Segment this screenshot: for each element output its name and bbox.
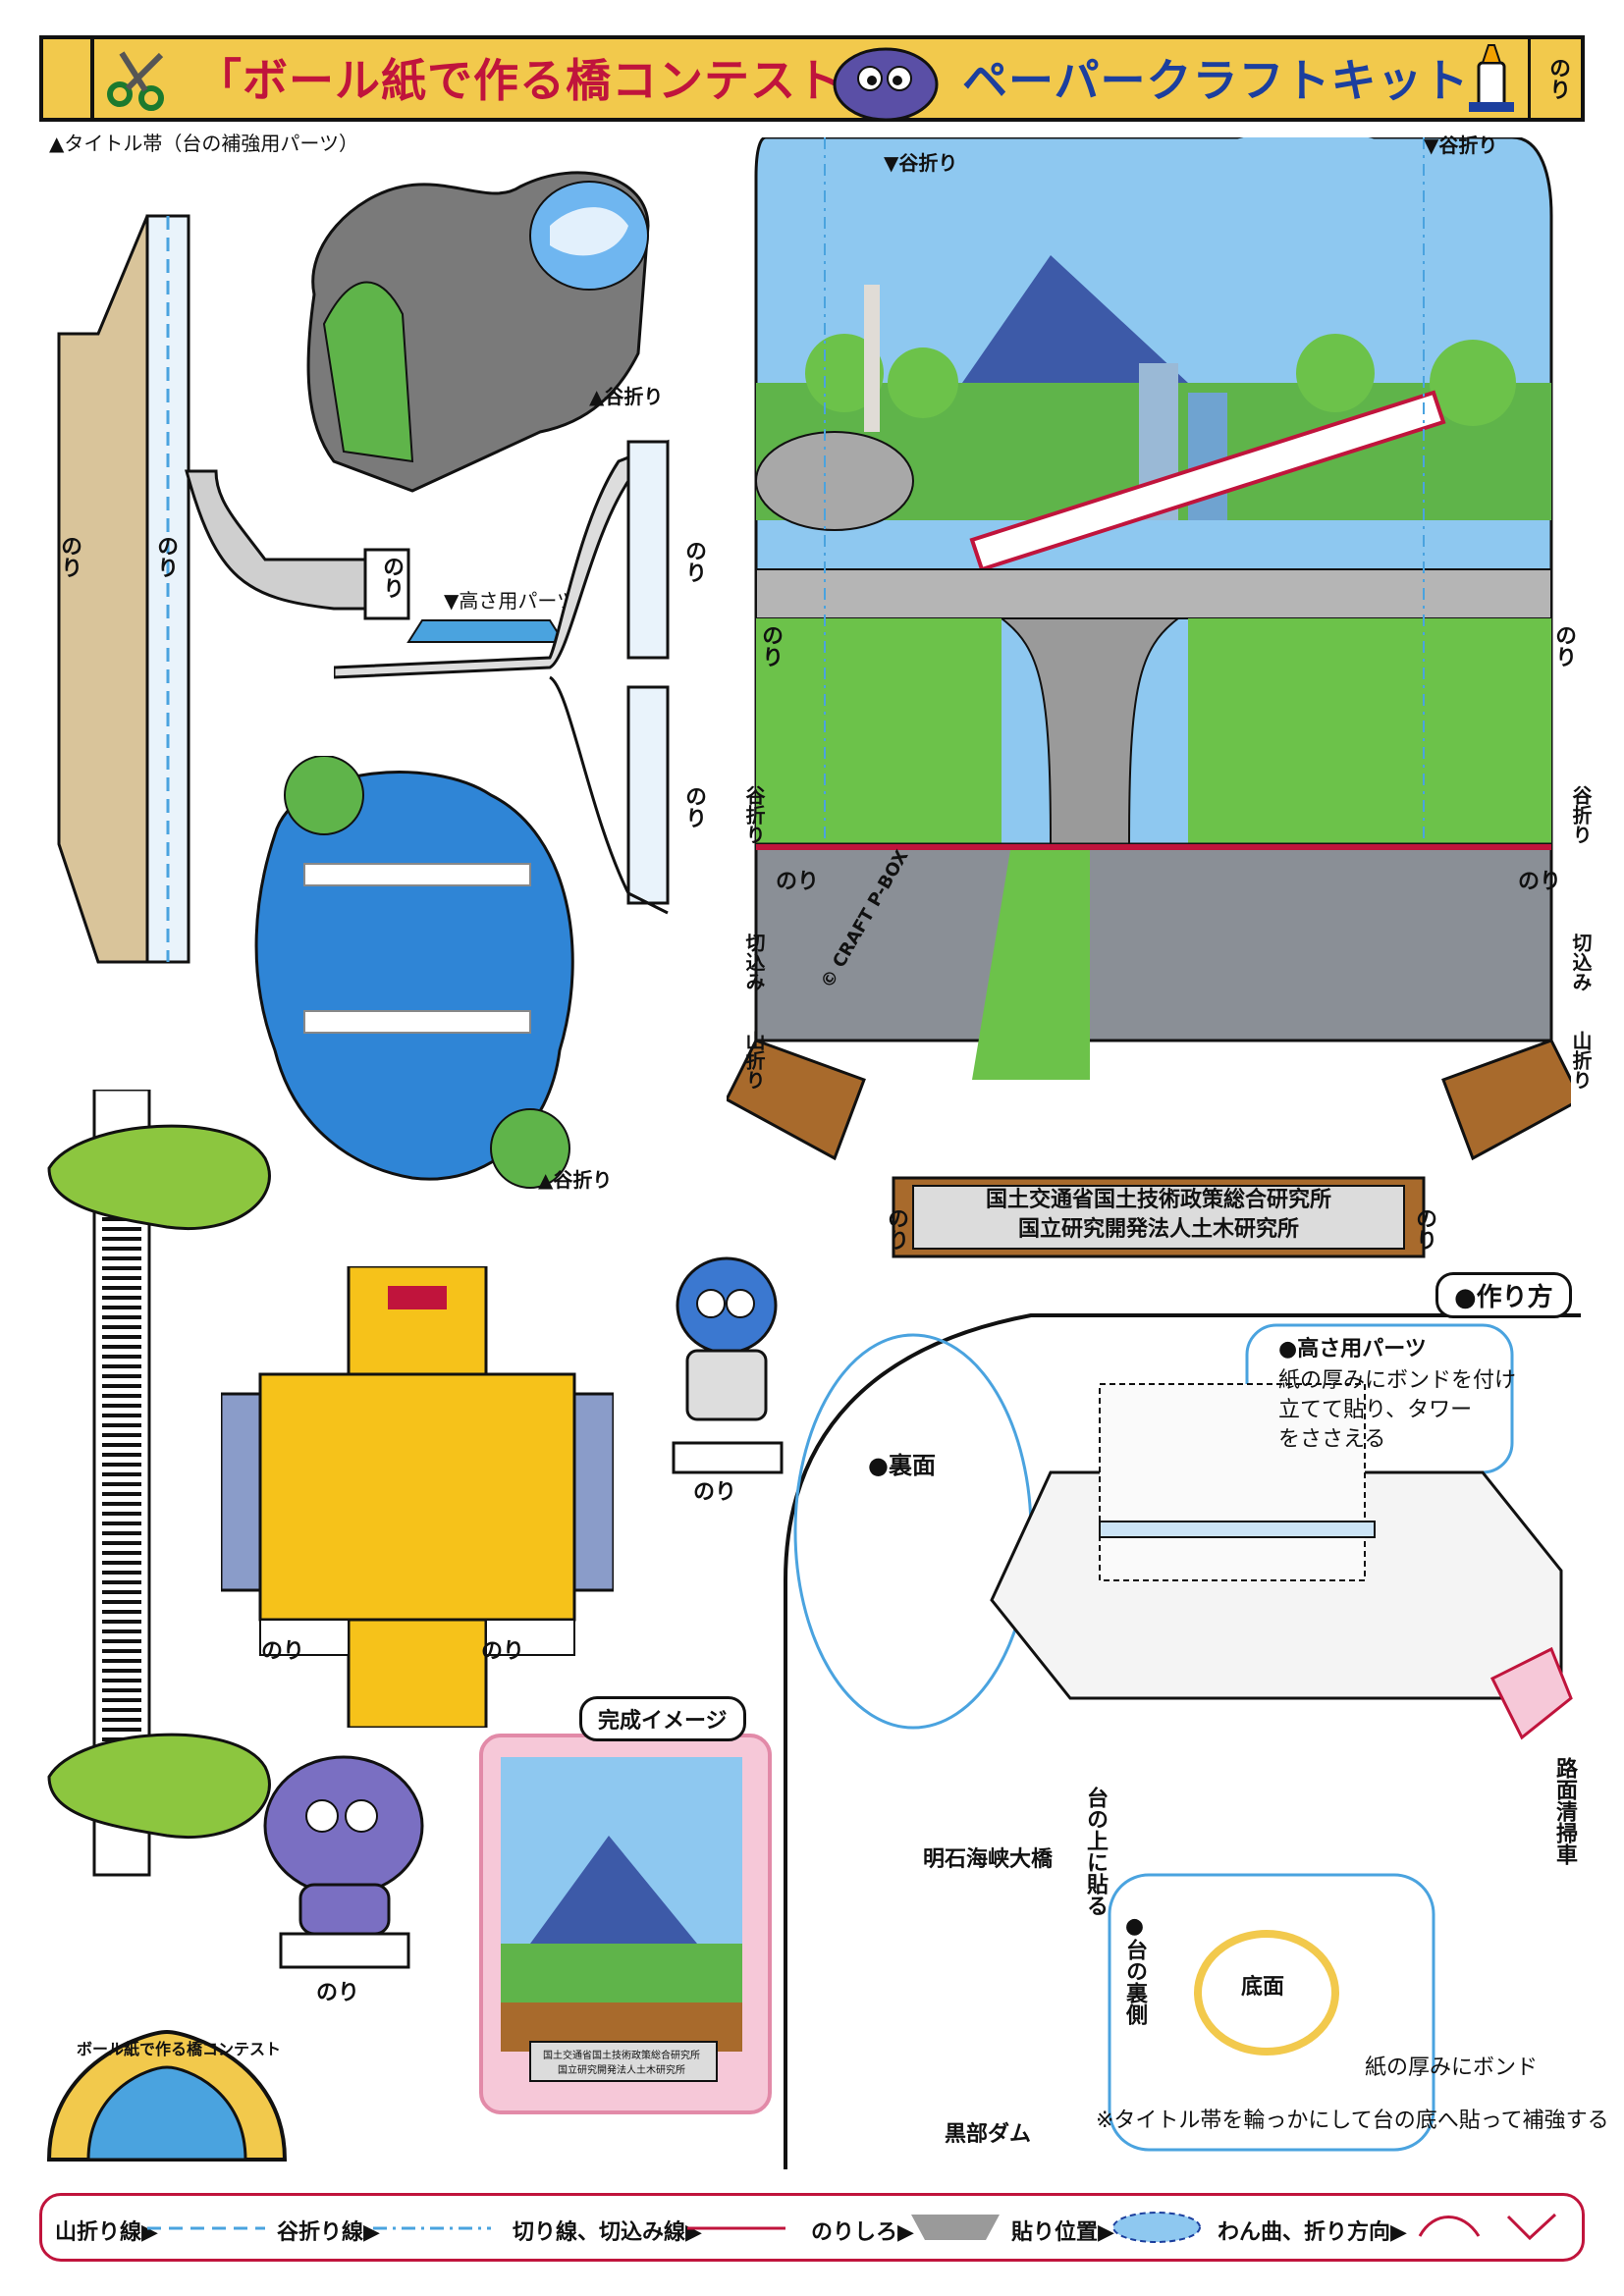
cut-label: 切込み — [742, 933, 766, 991]
robot-mascot-part — [672, 1256, 784, 1474]
legend-paste-position: 貼り位置▶ — [1011, 2220, 1114, 2245]
badge-text: ボール紙で作る橋コンテスト — [77, 2040, 282, 2058]
organization-name: 国土交通省国土技術政策総合研究所 国立研究開発法人土木研究所 — [985, 1188, 1331, 1242]
instructions-area — [784, 1313, 1581, 2169]
height-parts-desc-2: 立てて貼り、タワー — [1278, 1398, 1473, 1422]
glue-label: のり — [57, 535, 81, 578]
height-parts-label: ▼高さ用パーツ — [444, 589, 576, 613]
suspension-tower-part — [334, 439, 670, 915]
main-scene-panel — [727, 137, 1571, 1258]
height-parts-title: ●高さ用パーツ — [1278, 1337, 1427, 1362]
reinforce-note: ※タイトル帯を輪っかにして台の底へ貼って補強する — [1096, 2109, 1609, 2133]
legend-box — [39, 2193, 1585, 2262]
title-band — [39, 35, 1585, 122]
glue-label: のり — [758, 624, 783, 667]
height-parts-desc-1: 紙の厚みにボンドを付け — [1278, 1368, 1517, 1393]
valley-fold-label: ▲谷折り — [538, 1168, 613, 1192]
akashi-bridge-part — [254, 756, 574, 1189]
tree-rail-part — [47, 1090, 271, 1877]
glue-label: のり — [1412, 1207, 1436, 1251]
akashi-label: 明石海峡大橋 — [923, 1847, 1054, 1872]
bottom-label: 底面 — [1241, 1975, 1285, 2000]
glue-label: のり — [681, 540, 706, 583]
valley-fold-line-icon — [373, 2226, 491, 2230]
kurobe-dam-part — [306, 171, 650, 493]
kit-title: ペーパークラフトキット — [962, 54, 1470, 107]
mascot-icon — [833, 47, 939, 122]
elephant-mascot-part — [263, 1755, 424, 1969]
page-title: 「ボール紙で作る橋コンテスト」 — [196, 54, 889, 107]
glue-label: のり — [681, 785, 706, 828]
glue-label: のり — [776, 870, 820, 894]
glue-tab-icon — [911, 2215, 1000, 2240]
valley-fold-label: ▲谷折り — [589, 385, 664, 408]
glue-label: のり — [379, 556, 404, 599]
back-side-label: ●裏面 — [868, 1452, 936, 1479]
valley-fold-label: 谷折り — [742, 785, 766, 844]
glue-label: のり — [1551, 624, 1576, 667]
height-parts-desc-3: をささえる — [1278, 1427, 1386, 1452]
mountain-fold-label: 山折り — [1569, 1031, 1593, 1090]
curve-arrow-icon — [1418, 2213, 1557, 2241]
cut-line-icon — [687, 2226, 785, 2230]
base-back-label: ●台の裏側 — [1122, 1914, 1147, 2025]
legend-valley-fold: 谷折り線▶ — [277, 2220, 380, 2245]
glue-bottle-icon — [1469, 44, 1514, 112]
kurobe-label: 黒部ダム — [945, 2122, 1032, 2147]
title-nori-tab: のり — [1528, 39, 1584, 118]
legend-curve-direction: わん曲、折り方向▶ — [1218, 2220, 1407, 2245]
legend-cut-line: 切り線、切込み線▶ — [513, 2220, 702, 2245]
legend-glue-tab: のりしろ▶ — [811, 2220, 914, 2245]
title-band-caption: ▲タイトル帯（台の補強用パーツ） — [49, 132, 358, 155]
valley-fold-label: ▼谷折り — [1424, 133, 1498, 157]
valley-fold-label: 谷折り — [1569, 785, 1593, 844]
glue-label: のり — [153, 535, 178, 578]
glue-label: のり — [693, 1480, 737, 1505]
cut-label: 切込み — [1569, 933, 1593, 991]
finished-image-label: 完成イメージ — [579, 1696, 746, 1741]
glue-label: のり — [316, 1981, 360, 2005]
finished-image-preview — [501, 1757, 742, 2082]
scissors-icon — [107, 51, 164, 111]
glue-label: のり — [1518, 870, 1562, 894]
bridge-strip-part — [57, 214, 190, 964]
finished-image-org: 国土交通省国土技術政策総合研究所 国立研究開発法人土木研究所 — [543, 2051, 700, 2076]
mountain-fold-label: 山折り — [742, 1031, 766, 1090]
bond-label: 紙の厚みにボンド — [1365, 2056, 1539, 2080]
tower-part — [185, 469, 410, 620]
title-band-cap — [39, 35, 94, 122]
instructions-title: ●作り方 — [1435, 1272, 1572, 1318]
contest-badge — [46, 2029, 288, 2162]
road-sweeper-part — [221, 1266, 614, 1728]
mountain-fold-line-icon — [147, 2226, 265, 2230]
glue-label: のり — [481, 1639, 525, 1664]
paste-position-icon — [1112, 2212, 1201, 2243]
legend-mountain-fold: 山折り線▶ — [55, 2220, 158, 2245]
place-on-base-label: 台の上に貼る — [1083, 1787, 1108, 1916]
valley-fold-label: ▼谷折り — [884, 151, 958, 175]
glue-label: のり — [261, 1639, 305, 1664]
glue-label: のり — [884, 1207, 908, 1251]
road-sweeper-label: 路面清掃車 — [1552, 1757, 1577, 1865]
